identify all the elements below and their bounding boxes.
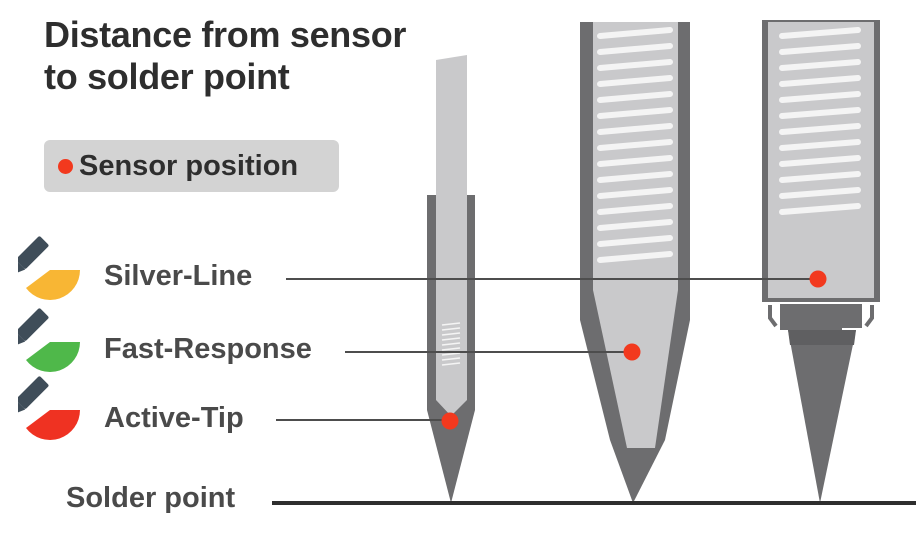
title-line-1: Distance from sensor — [44, 14, 407, 55]
silver-line-soldering-tip-icon — [18, 236, 80, 300]
tapered-tip-cartridge — [580, 22, 690, 503]
fast-response-label: Fast-Response — [104, 333, 312, 365]
silver-line-label: Silver-Line — [104, 260, 253, 292]
title-line-2: to solder point — [44, 56, 290, 97]
active-tip-soldering-tip-icon — [18, 376, 80, 440]
sensor-position-legend: Sensor position — [44, 140, 339, 192]
tapered-tip-heater-coil — [597, 27, 673, 263]
sensor-dot-fast-response — [623, 343, 641, 361]
sensor-dot-silver-line — [809, 270, 827, 288]
narrow-tip-cartridge — [427, 55, 475, 503]
sensor-dot-icon — [58, 158, 73, 174]
fast-response-soldering-tip-icon — [18, 308, 80, 372]
diagram-title: Distance from sensor to solder point — [44, 14, 464, 98]
wide-tip-cartridge — [762, 20, 880, 503]
solder-point-label: Solder point — [66, 482, 236, 514]
legend-label: Sensor position — [79, 149, 299, 182]
wide-tip-heater-coil — [779, 27, 861, 215]
narrow-tip-heater-coil — [441, 322, 461, 366]
sensor-dot-active-tip — [441, 412, 459, 430]
leader-lines — [276, 278, 818, 421]
active-tip-label: Active-Tip — [104, 402, 244, 434]
